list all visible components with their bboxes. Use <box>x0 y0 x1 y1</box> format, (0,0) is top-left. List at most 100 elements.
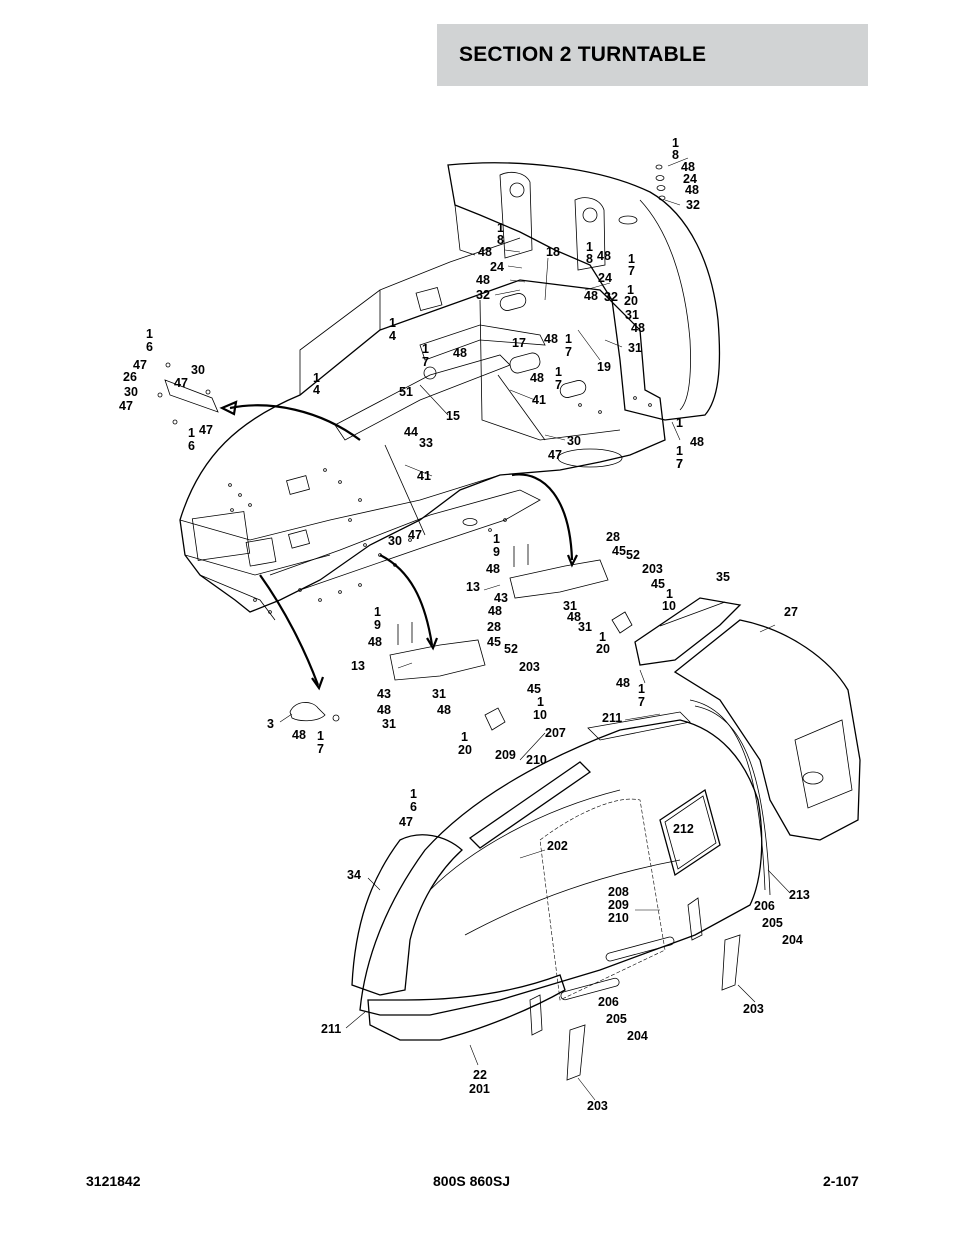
callout: 31 <box>382 717 396 731</box>
callout: 6 <box>410 800 417 814</box>
callout: 6 <box>188 439 195 453</box>
callout: 48 <box>488 604 502 618</box>
frame-holes <box>228 396 652 614</box>
callout: 47 <box>174 376 188 390</box>
callout: 203 <box>642 562 663 576</box>
callout: 6 <box>146 340 153 354</box>
callout: 4 <box>313 383 320 397</box>
callout: 210 <box>526 753 547 767</box>
callout: 7 <box>638 695 645 709</box>
callout: 1 <box>627 283 634 297</box>
callout: 204 <box>782 933 803 947</box>
callout: 208 <box>608 885 629 899</box>
callout: 48 <box>584 289 598 303</box>
callout: 13 <box>466 580 480 594</box>
callout: 32 <box>686 198 700 212</box>
callout: 20 <box>624 294 638 308</box>
callout: 207 <box>545 726 566 740</box>
callout: 3 <box>267 717 274 731</box>
callout: 24 <box>598 271 612 285</box>
callout: 52 <box>626 548 640 562</box>
callout: 15 <box>446 409 460 423</box>
callout: 1 <box>389 316 396 330</box>
callout: 45 <box>651 577 665 591</box>
callout: 31 <box>628 341 642 355</box>
callout: 35 <box>716 570 730 584</box>
callout: 41 <box>532 393 546 407</box>
callout: 31 <box>625 308 639 322</box>
callout: 203 <box>587 1099 608 1113</box>
callout: 1 <box>676 416 683 430</box>
callout: 22 <box>473 1068 487 1082</box>
callout: 1 <box>666 587 673 601</box>
callout: 19 <box>597 360 611 374</box>
exploded-view-arrows <box>219 400 578 691</box>
callout: 20 <box>596 642 610 656</box>
callout: 1 <box>676 444 683 458</box>
callout: 45 <box>487 635 501 649</box>
callout: 1 <box>146 327 153 341</box>
callout: 48 <box>453 346 467 360</box>
callout: 31 <box>563 599 577 613</box>
callout: 206 <box>598 995 619 1009</box>
callout: 26 <box>123 370 137 384</box>
callout: 48 <box>530 371 544 385</box>
callout: 211 <box>602 711 622 725</box>
callout: 13 <box>351 659 365 673</box>
callout: 212 <box>673 822 694 836</box>
callout: 1 <box>461 730 468 744</box>
callout: 48 <box>377 703 391 717</box>
callout: 1 <box>422 342 429 356</box>
callout: 47 <box>133 358 147 372</box>
callout: 1 <box>497 221 504 235</box>
callout-labels: 1 8 48 24 48 32 1 8 48 24 48 32 18 1 8 4… <box>119 136 810 1113</box>
callout: 47 <box>119 399 133 413</box>
callout: 30 <box>388 534 402 548</box>
callout: 48 <box>567 610 581 624</box>
callout: 1 <box>586 240 593 254</box>
footer-doc-number: 3121842 <box>86 1173 141 1189</box>
callout: 7 <box>676 457 683 471</box>
section-header: SECTION 2 TURNTABLE <box>437 24 868 86</box>
callout: 34 <box>347 868 361 882</box>
callout: 48 <box>292 728 306 742</box>
callout: 1 <box>317 729 324 743</box>
callout: 203 <box>519 660 540 674</box>
turntable-frame <box>179 162 721 621</box>
leader-lines <box>279 157 791 1101</box>
callout: 18 <box>546 245 560 259</box>
callout: 43 <box>377 687 391 701</box>
callout: 204 <box>627 1029 648 1043</box>
callout: 51 <box>399 385 413 399</box>
callout: 33 <box>419 436 433 450</box>
callout: 211 <box>321 1022 341 1036</box>
callout: 32 <box>604 290 618 304</box>
callout: 48 <box>631 321 645 335</box>
callout: 48 <box>597 249 611 263</box>
callout: 52 <box>504 642 518 656</box>
callout: 205 <box>606 1012 627 1026</box>
footer-page-number: 2-107 <box>823 1173 859 1189</box>
callout: 213 <box>789 888 810 902</box>
callout: 30 <box>124 385 138 399</box>
callout: 210 <box>608 911 629 925</box>
callout: 24 <box>683 172 697 186</box>
callout: 201 <box>469 1082 490 1096</box>
callout: 47 <box>548 448 562 462</box>
callout: 10 <box>533 708 547 722</box>
callout: 8 <box>497 233 504 247</box>
callout: 48 <box>368 635 382 649</box>
callout: 41 <box>417 469 431 483</box>
callout: 7 <box>676 457 683 471</box>
callout: 202 <box>547 839 568 853</box>
callout: 30 <box>191 363 205 377</box>
callout: 24 <box>490 260 504 274</box>
cowl-assembly <box>351 597 861 1081</box>
callout: 1 <box>537 695 544 709</box>
callout: 47 <box>399 815 413 829</box>
callout: 48 <box>478 245 492 259</box>
callout: 1 <box>493 532 500 546</box>
callout: 1 <box>410 787 417 801</box>
callout: 20 <box>458 743 472 757</box>
